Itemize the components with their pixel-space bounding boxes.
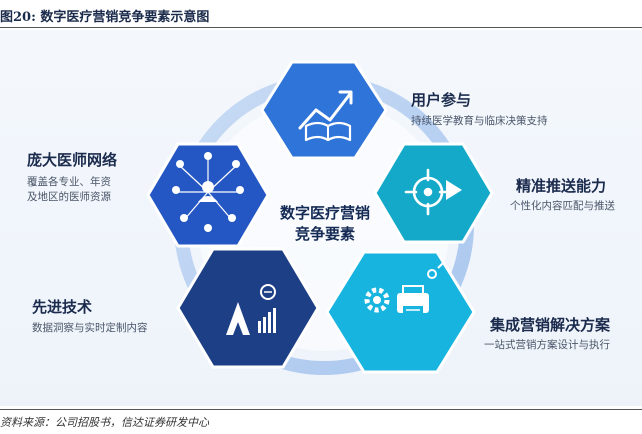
data-analytics-icon	[226, 284, 276, 335]
label-advanced-technology-title: 先进技术	[32, 298, 93, 316]
growth-chart-book-icon	[298, 90, 353, 142]
label-advanced-technology-desc: 数据洞察与实时定制内容	[32, 322, 148, 334]
label-integrated-solutions-title: 集成营销解决方案	[490, 316, 611, 334]
label-user-engagement-title: 用户参与	[411, 91, 472, 109]
hex-precision-push	[373, 142, 494, 244]
label-physician-network-title: 庞大医师网络	[27, 151, 118, 169]
label-physician-network-desc-line1: 覆盖各专业、年资	[27, 176, 111, 188]
label-integrated-solutions-desc: 一站式营销方案设计与执行	[484, 339, 610, 351]
target-crosshair-icon	[404, 168, 462, 216]
top-rule	[0, 27, 642, 28]
diagram-canvas	[146, 60, 494, 375]
label-precision-push-title: 精准推送能力	[516, 177, 607, 195]
label-physician-network-desc-line2: 及地区的医师资源	[27, 191, 111, 203]
hex-user-engagement	[260, 60, 388, 160]
center-label-line1: 数字医疗营销	[279, 204, 370, 222]
network-people-icon	[172, 152, 244, 232]
hex-physician-network	[146, 142, 270, 248]
bottom-rule	[0, 409, 642, 410]
hex-integrated-solutions	[325, 250, 476, 374]
source-note: 资料来源：公司招股书，信达证券研发中心	[0, 416, 209, 429]
hex-advanced-technology	[176, 247, 320, 369]
gears-printer-icon	[364, 261, 445, 316]
center-label-line2: 竞争要素	[294, 225, 355, 243]
label-user-engagement-desc: 持续医学教育与临床决策支持	[411, 115, 548, 127]
center-label: 数字医疗营销 竞争要素	[255, 203, 395, 245]
figure-title: 图20: 数字医疗营销竞争要素示意图	[0, 10, 210, 25]
label-precision-push-desc: 个性化内容匹配与推送	[510, 200, 615, 212]
